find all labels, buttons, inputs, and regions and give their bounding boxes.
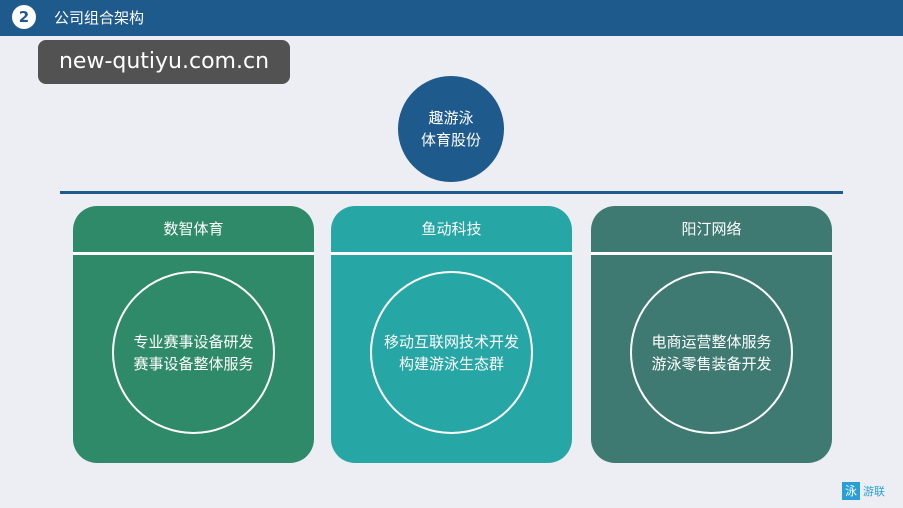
org-divider-line: [60, 191, 843, 194]
brand-logo: 泳 游联: [842, 481, 900, 501]
section-number-badge: 2: [12, 5, 36, 29]
header-bar: 2 公司组合架构: [0, 0, 903, 36]
division-description-line1: 电商运营整体服务: [651, 332, 772, 351]
division-card-yudong: 鱼动科技 移动互联网技术开发 构建游泳生态群: [331, 206, 572, 463]
division-card-yangting: 阳汀网络 电商运营整体服务 游泳零售装备开发: [591, 206, 832, 463]
division-separator: [331, 252, 572, 255]
root-company-name-line1: 趣游泳: [428, 109, 474, 127]
division-description-line1: 移动互联网技术开发: [383, 332, 519, 351]
root-company-node: 趣游泳 体育股份: [398, 76, 504, 182]
division-body: 移动互联网技术开发 构建游泳生态群: [331, 255, 572, 463]
division-description-line1: 专业赛事设备研发: [133, 332, 254, 351]
division-description-circle: 电商运营整体服务 游泳零售装备开发: [630, 271, 793, 434]
logo-text: 游联: [863, 485, 885, 498]
page-title: 公司组合架构: [54, 9, 145, 27]
division-title: 阳汀网络: [681, 220, 742, 238]
logo-mark: 泳: [842, 482, 860, 500]
division-description-line2: 游泳零售装备开发: [651, 354, 772, 373]
division-description-line2: 赛事设备整体服务: [133, 354, 254, 373]
division-description-line2: 构建游泳生态群: [398, 354, 504, 373]
division-body: 电商运营整体服务 游泳零售装备开发: [591, 255, 832, 463]
division-description-circle: 专业赛事设备研发 赛事设备整体服务: [112, 271, 275, 434]
root-company-name-line2: 体育股份: [420, 131, 481, 149]
division-separator: [591, 252, 832, 255]
division-card-shuzhi: 数智体育 专业赛事设备研发 赛事设备整体服务: [73, 206, 314, 463]
division-description-circle: 移动互联网技术开发 构建游泳生态群: [370, 271, 533, 434]
watermark-url: new-qutiyu.com.cn: [38, 40, 290, 84]
division-separator: [73, 252, 314, 255]
division-body: 专业赛事设备研发 赛事设备整体服务: [73, 255, 314, 463]
division-title: 数智体育: [163, 220, 224, 238]
division-title: 鱼动科技: [421, 220, 482, 238]
